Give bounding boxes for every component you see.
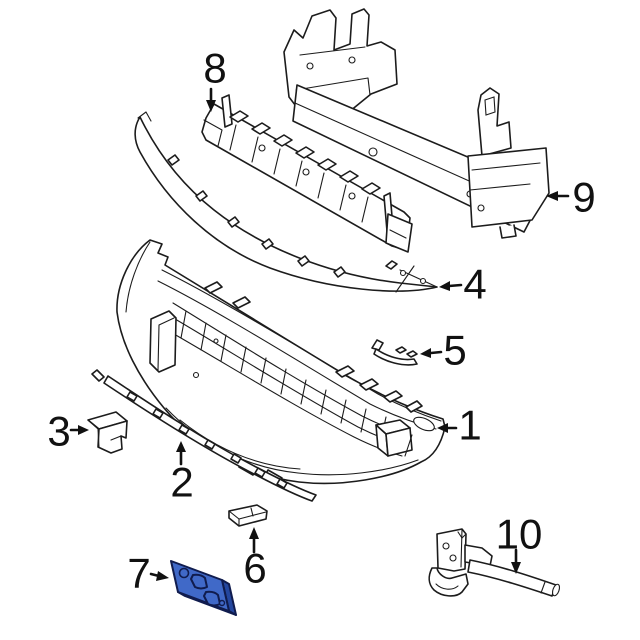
callout-8-arrowhead [206, 100, 216, 112]
callout-2-arrowhead [176, 441, 186, 452]
callout-1-label: 1 [458, 402, 481, 449]
part-3-end-bracket-drawing [87, 411, 128, 454]
callout-8: 8 [203, 45, 227, 112]
part-8-impact-absorber-drawing [201, 94, 413, 253]
part-4-valance-panel-drawing [134, 111, 438, 293]
callout-5-arrow [429, 350, 443, 355]
callout-1-arrowhead [437, 423, 448, 433]
callout-4-arrowhead [439, 281, 450, 291]
callout-9: 9 [546, 174, 596, 221]
callout-8-label: 8 [203, 45, 226, 92]
callout-4-arrow [447, 283, 463, 288]
callout-3-arrowhead [78, 425, 89, 435]
part-10-mounting-bracket-drawing [428, 528, 561, 597]
callout-4-label: 4 [463, 261, 486, 308]
callout-7-label: 7 [127, 550, 150, 597]
callout-3: 3 [47, 408, 89, 455]
callout-9-label: 9 [572, 174, 595, 221]
part-9-bumper-reinforcement-drawing [283, 8, 550, 239]
callout-2: 2 [170, 441, 194, 506]
callout-3-label: 3 [47, 408, 70, 455]
callout-10: 10 [496, 511, 543, 574]
callout-9-arrowhead [546, 191, 558, 201]
callout-10-arrowhead [511, 562, 521, 574]
part-7-cutout-1 [190, 573, 208, 590]
part-2-lower-trim-strip-drawing [91, 369, 317, 502]
callout-2-label: 2 [170, 459, 193, 506]
callout-1: 1 [437, 402, 482, 449]
callout-6-label: 6 [243, 545, 266, 592]
part-7-hole-small [218, 599, 226, 607]
callout-7-arrowhead [156, 571, 169, 581]
callout-7: 7 [127, 550, 169, 597]
callout-5: 5 [420, 327, 467, 374]
part-7-license-plate-bracket-drawing [170, 560, 237, 616]
part-7-hole [178, 567, 190, 579]
part-1-bumper-cover-drawing [116, 239, 446, 486]
callout-4: 4 [439, 261, 487, 308]
part-5-rail-bracket-drawing [371, 339, 418, 366]
callout-10-label: 10 [496, 511, 543, 558]
callout-5-label: 5 [443, 327, 466, 374]
callout-6-arrowhead [249, 527, 259, 539]
callout-5-arrowhead [420, 348, 431, 358]
part-6-clip-plate-drawing [228, 504, 268, 527]
callout-6: 6 [243, 527, 267, 592]
